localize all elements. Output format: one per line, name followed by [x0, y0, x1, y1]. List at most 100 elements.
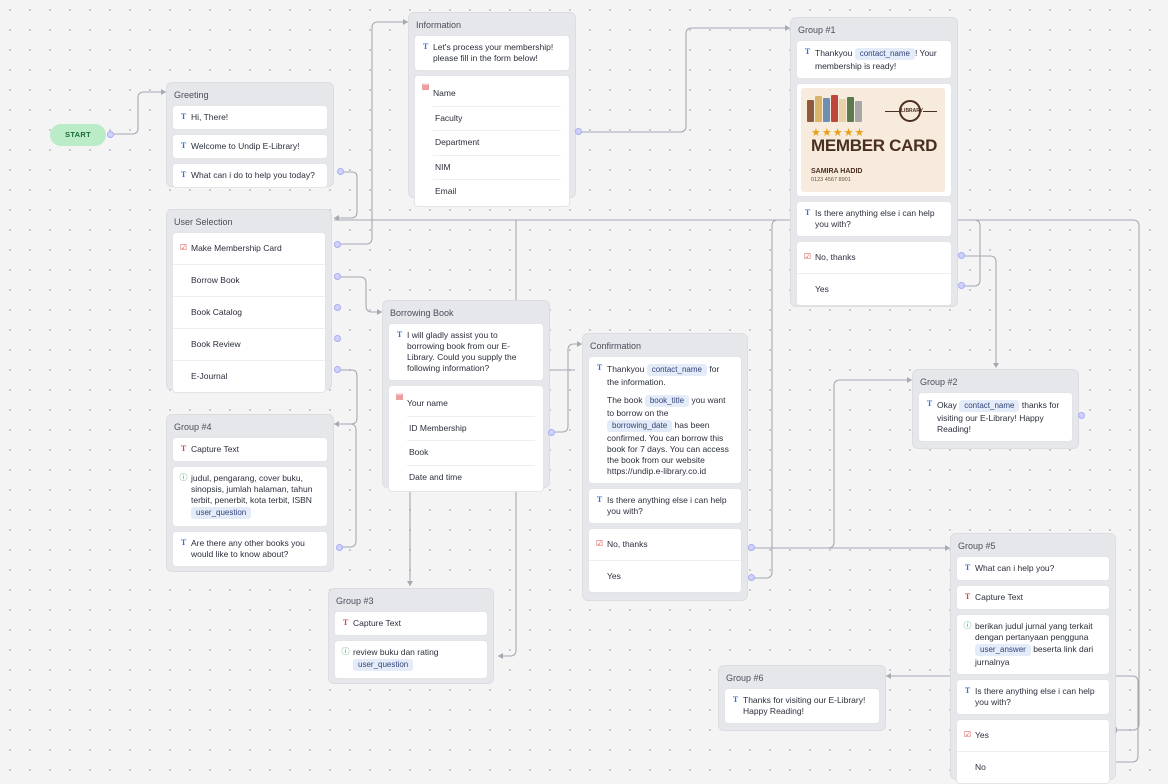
choice-no-thanks[interactable]: ☑No, thanks — [589, 529, 741, 561]
variable-tag: user_question — [353, 659, 414, 671]
choice-book-review[interactable]: Book Review — [173, 329, 325, 361]
text-icon: T — [422, 42, 429, 51]
output-handle[interactable] — [336, 544, 343, 551]
group-title: User Selection — [174, 217, 233, 227]
message-text: Welcome to Undip E-Library! — [191, 141, 300, 151]
group-user-selection[interactable]: User Selection ☑Make Membership Card Bor… — [166, 209, 332, 393]
group-title: Group #2 — [920, 377, 958, 387]
text-icon: T — [926, 399, 933, 408]
form-field[interactable]: Name — [433, 82, 561, 107]
form-field[interactable]: Your name — [407, 392, 535, 417]
form-field[interactable]: Department — [433, 131, 561, 156]
choice-borrow-book[interactable]: Borrow Book — [173, 265, 325, 297]
output-handle[interactable] — [748, 544, 755, 551]
group-title: Borrowing Book — [390, 308, 454, 318]
output-handle[interactable] — [334, 335, 341, 342]
form-field[interactable]: NIM — [433, 156, 561, 180]
form-icon: ▤ — [421, 82, 430, 91]
group-title: Group #6 — [726, 673, 764, 683]
choice-card[interactable]: ☑No, thanks Yes — [588, 528, 742, 593]
text-icon: T — [804, 208, 811, 217]
variable-tag: book_title — [644, 395, 690, 407]
output-handle[interactable] — [748, 574, 755, 581]
start-node[interactable]: START — [50, 124, 106, 146]
choice-card[interactable]: ☑No, thanks Yes — [796, 241, 952, 306]
choice-e-journal[interactable]: E-Journal — [191, 371, 228, 381]
choice-icon: ☑ — [803, 252, 812, 261]
member-card-name: SAMIRA HADID — [811, 168, 863, 175]
output-handle[interactable] — [334, 241, 341, 248]
form-field[interactable]: Email — [435, 186, 457, 196]
text-icon: T — [964, 563, 971, 572]
output-handle[interactable] — [334, 273, 341, 280]
text-icon: T — [180, 538, 187, 547]
output-handle[interactable] — [958, 252, 965, 259]
choice-make-membership[interactable]: ☑Make Membership Card — [173, 233, 325, 265]
group-confirmation[interactable]: Confirmation T Thankyou contact_name for… — [582, 333, 748, 601]
choice-no[interactable]: No — [975, 762, 986, 772]
output-handle[interactable] — [548, 429, 555, 436]
choice-no-thanks[interactable]: ☑No, thanks — [797, 242, 951, 274]
variable-tag: borrowing_date — [607, 420, 673, 432]
output-handle[interactable] — [337, 168, 344, 175]
image-card[interactable]: LIBRARY ★★★★★ MEMBER CARD SAMIRA HADID 0… — [796, 83, 952, 197]
start-handle[interactable] — [107, 131, 114, 138]
output-handle[interactable] — [334, 304, 341, 311]
variable-tag: contact_name — [959, 400, 1020, 412]
output-handle[interactable] — [334, 366, 341, 373]
form-card[interactable]: ▤ Your name ID Membership Book Date and … — [388, 385, 544, 492]
form-field[interactable]: Book — [407, 441, 535, 466]
library-logo-icon: LIBRARY — [899, 100, 923, 122]
variable-tag: contact_name — [646, 364, 707, 376]
text-icon: T — [596, 363, 603, 372]
group-title: Information — [416, 20, 462, 30]
choice-card[interactable]: ☑Yes No — [956, 719, 1110, 784]
variable-tag: user_question — [191, 507, 252, 519]
output-handle[interactable] — [575, 128, 582, 135]
output-handle[interactable] — [1078, 412, 1085, 419]
form-field[interactable]: ID Membership — [407, 417, 535, 441]
choice-yes[interactable]: ☑Yes — [957, 720, 1109, 752]
form-field[interactable]: Date and time — [409, 471, 462, 482]
text-card[interactable]: T Thankyou contact_name for the informat… — [588, 356, 742, 484]
variable-icon: ⓘ — [341, 647, 350, 656]
choice-card[interactable]: ☑Make Membership Card Borrow Book Book C… — [172, 232, 326, 393]
choice-yes[interactable]: Yes — [607, 571, 621, 581]
output-handle[interactable] — [958, 282, 965, 289]
form-card[interactable]: ▤ Name Faculty Department NIM Email — [414, 75, 570, 207]
form-field[interactable]: Faculty — [433, 107, 561, 131]
choice-book-catalog[interactable]: Book Catalog — [173, 297, 325, 329]
form-icon: ▤ — [395, 392, 404, 401]
choice-yes[interactable]: Yes — [815, 284, 829, 294]
group-title: Greeting — [174, 90, 209, 100]
text-icon: T — [180, 170, 187, 179]
